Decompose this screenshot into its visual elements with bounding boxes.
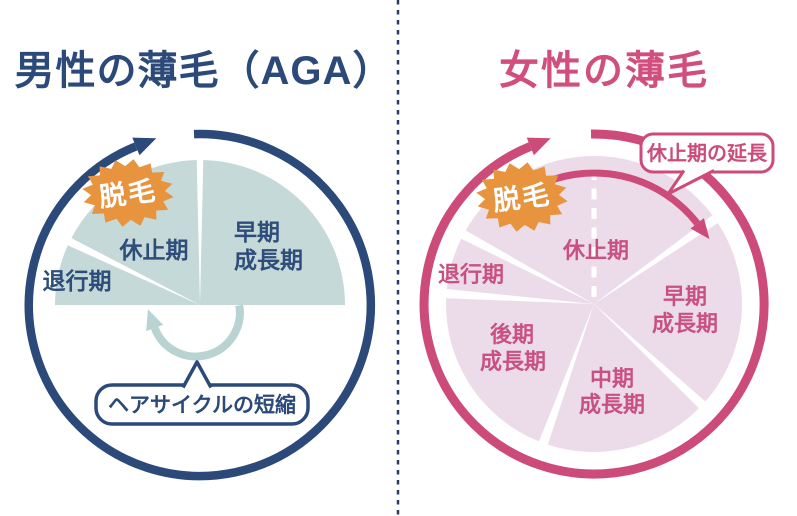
male-early-growth-label-line2: 成長期 <box>234 247 303 273</box>
male-wedge-regression <box>54 245 200 305</box>
left-panel-title: 男性の薄毛（AGA） <box>15 49 394 93</box>
male-repeat-arrowhead-icon <box>146 309 164 332</box>
female-hair-loss-starburst-icon <box>476 162 568 232</box>
male-callout-label: ヘアサイクルの短縮 <box>108 393 296 417</box>
female-hair-loss-badge-label: 脱毛 <box>492 180 553 217</box>
female-early-growth-label-line1: 早期 <box>663 284 707 309</box>
male-wedge-early-growth <box>200 160 346 305</box>
female-wedge-early-growth <box>594 223 742 402</box>
female-mid-growth-label-line2: 成長期 <box>579 392 645 417</box>
female-callout-tail <box>666 169 715 196</box>
male-hair-loss-starburst-icon <box>82 159 174 227</box>
male-resting-label: 休止期 <box>119 237 189 263</box>
female-callout-label: 休止期の延長 <box>646 141 768 165</box>
male-regression-label: 退行期 <box>43 268 112 294</box>
male-early-growth-label-line1: 早期 <box>234 219 280 245</box>
female-wedge-regression <box>446 238 594 304</box>
female-wedge-mid-growth <box>547 304 699 452</box>
female-late-growth-label-line1: 後期 <box>490 322 534 347</box>
female-regression-label: 退行期 <box>438 262 504 287</box>
female-early-growth-label-line2: 成長期 <box>652 311 718 336</box>
male-repeat-arrow-arc <box>150 304 244 361</box>
female-mid-growth-label-line1: 中期 <box>590 366 634 391</box>
male-callout-tail <box>181 360 213 389</box>
male-cycle-arrow-arc <box>24 129 376 481</box>
female-resting-label: 休止期 <box>562 238 629 263</box>
right-panel-title: 女性の薄毛 <box>499 49 709 93</box>
male-cycle-arrowhead-icon <box>132 137 157 156</box>
female-extension-arrowhead-icon <box>690 218 710 240</box>
male-hair-loss-badge-label: 脱毛 <box>98 176 159 213</box>
female-late-growth-label-line2: 成長期 <box>480 349 546 374</box>
female-cycle-arrow-arc <box>419 129 769 479</box>
female-cycle-arrowhead-icon <box>526 137 551 156</box>
female-wedge-late-growth <box>445 298 594 442</box>
